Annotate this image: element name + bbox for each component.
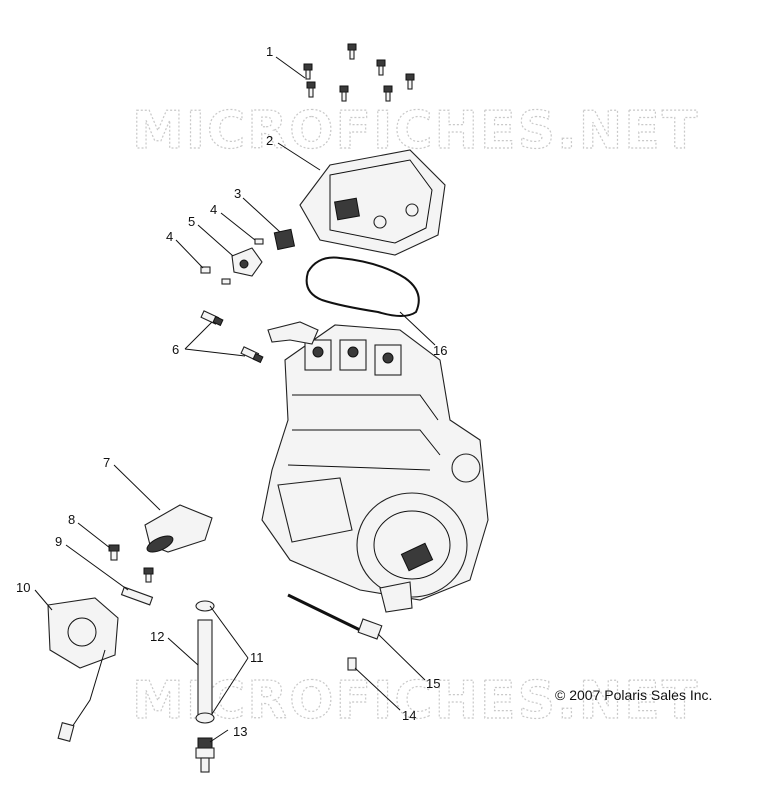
watermark-top: MICROFICHES.NET [132, 101, 699, 161]
intake-boot [144, 504, 213, 553]
bolt-group [303, 43, 415, 102]
callout-15: 15 [426, 676, 440, 691]
screw-icon [143, 567, 154, 583]
sensor-assembly [200, 238, 264, 285]
gasket [305, 256, 420, 317]
throttle-body [47, 597, 119, 742]
callout-9: 9 [55, 534, 62, 549]
callout-2: 2 [266, 133, 273, 148]
callout-5: 5 [188, 214, 195, 229]
bolt-icon [339, 85, 349, 102]
speed-sensor [287, 593, 383, 640]
copyright-text: © 2007 Polaris Sales Inc. [555, 687, 712, 703]
callout-11: 11 [250, 650, 264, 665]
callout-4a: 4 [210, 202, 217, 217]
callout-7: 7 [103, 455, 110, 470]
bolt-icon [303, 63, 313, 80]
fitting [195, 737, 215, 773]
callout-3: 3 [234, 186, 241, 201]
clamp-lower [195, 712, 215, 724]
callout-4b: 4 [166, 229, 173, 244]
watermark-bottom: MICROFICHES.NET [132, 671, 699, 731]
callout-6: 6 [172, 342, 179, 357]
spark-plug-icon [240, 346, 264, 364]
spark-plug-group [200, 310, 264, 364]
callout-13: 13 [233, 724, 247, 739]
callout-14: 14 [402, 708, 416, 723]
leader-lines [34, 56, 436, 743]
engine-block [261, 321, 489, 613]
dowel-pin [347, 657, 357, 671]
hose [197, 619, 213, 716]
bolt-icon [405, 73, 415, 90]
bolt-icon [376, 59, 386, 76]
callout-12: 12 [150, 629, 164, 644]
callout-16: 16 [433, 343, 447, 358]
clamp-upper [195, 600, 215, 612]
spark-plug-icon [200, 310, 224, 327]
bolt-icon [383, 85, 393, 102]
cover-plate [273, 228, 296, 251]
bolt-icon [347, 43, 357, 60]
callout-1: 1 [266, 44, 273, 59]
screw-icon [108, 544, 120, 561]
bolt-icon [306, 81, 316, 98]
pin [120, 586, 154, 606]
callout-8: 8 [68, 512, 75, 527]
valve-cover [299, 149, 446, 256]
callout-10: 10 [16, 580, 30, 595]
